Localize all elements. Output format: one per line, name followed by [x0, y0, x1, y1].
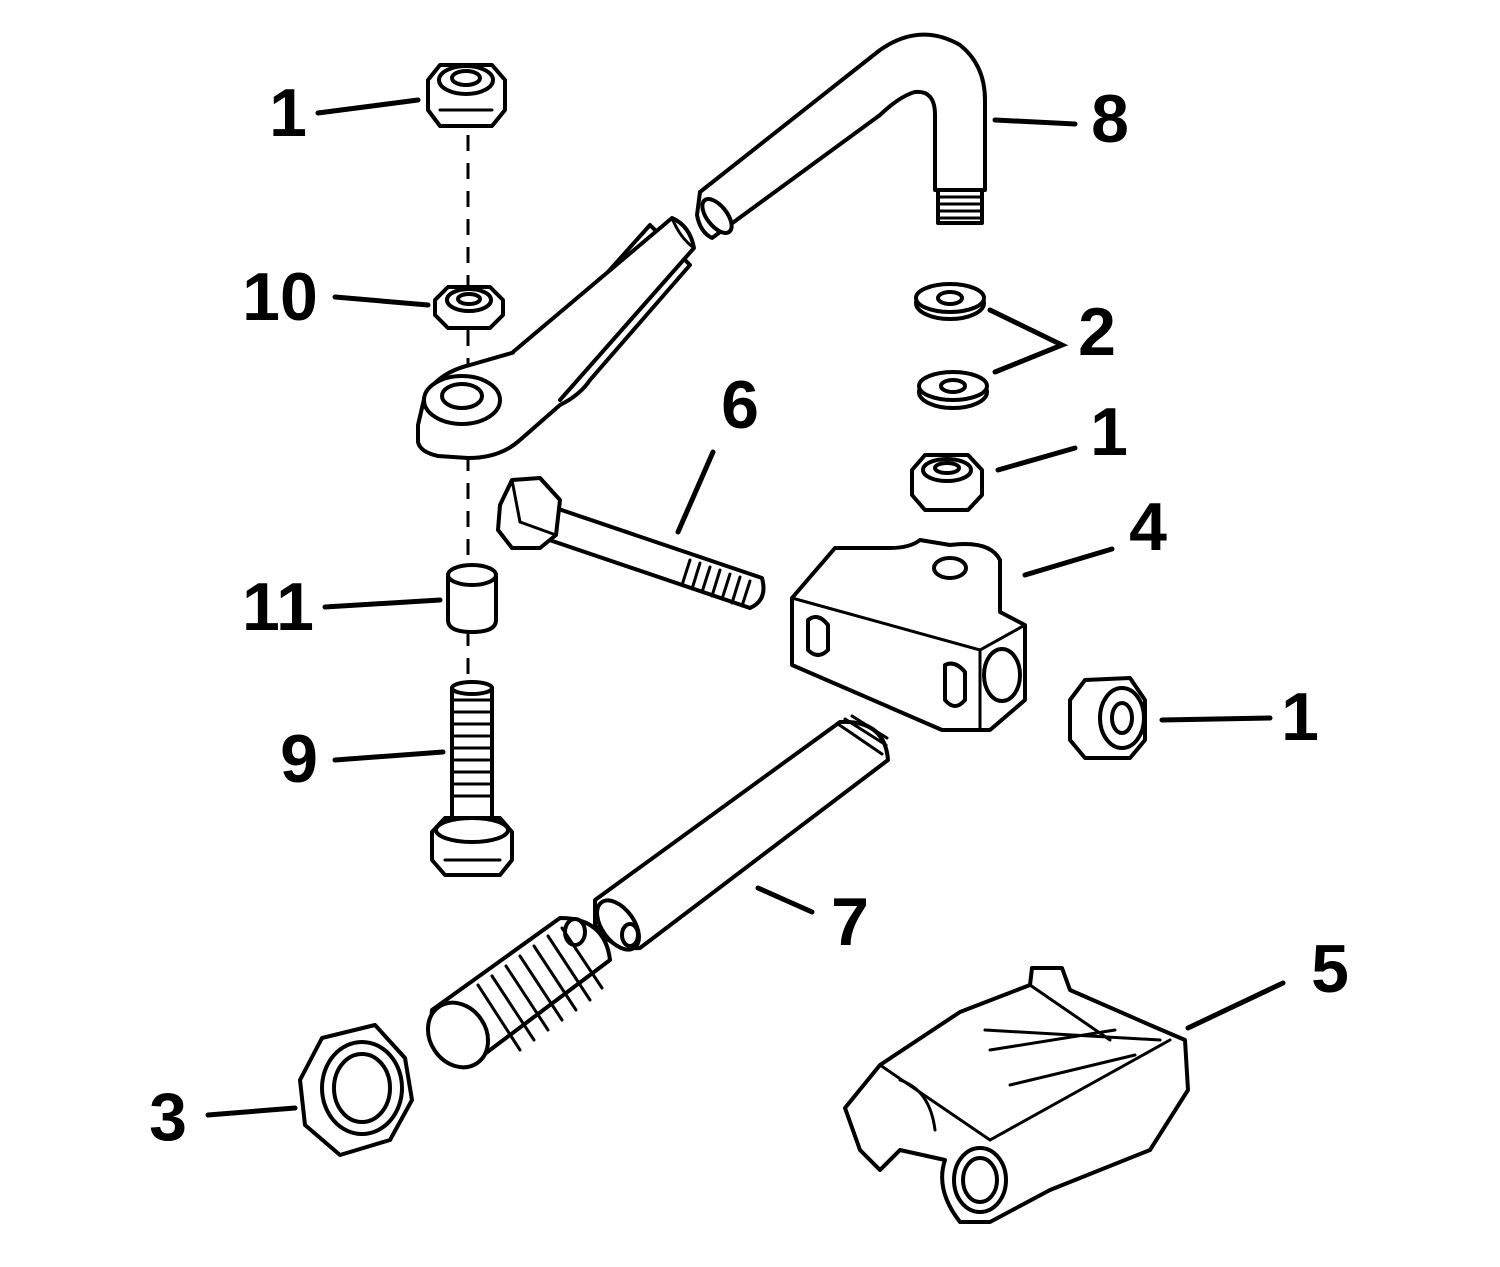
bracket-5 — [843, 966, 1190, 1224]
callout-nut-right: 1 — [1281, 679, 1319, 755]
leader-lines — [205, 97, 1286, 1118]
leader-jam-nut-3 — [205, 1105, 298, 1118]
washers-2 — [914, 282, 989, 410]
bolt-9 — [430, 680, 514, 877]
callout-tube-7: 7 — [831, 884, 869, 960]
leader-washers-2 — [987, 307, 1069, 375]
lock-nut-mid — [910, 453, 984, 512]
callout-labels: 1 10 11 9 3 6 7 8 2 1 4 1 5 — [149, 75, 1349, 1155]
link-rod-part — [416, 32, 987, 460]
callout-washers-2: 2 — [1078, 294, 1116, 370]
callout-nut-10: 10 — [242, 259, 318, 335]
leader-spacer-11 — [322, 597, 443, 610]
nut-10 — [433, 285, 505, 330]
leader-connector-4 — [1022, 546, 1115, 578]
spacer-11 — [446, 563, 498, 634]
leader-bracket-5 — [1185, 980, 1286, 1031]
lock-nut-right — [1068, 676, 1147, 760]
leader-nut-mid — [995, 445, 1078, 473]
connector-block-4 — [790, 538, 1027, 732]
callout-nut-top: 1 — [269, 75, 307, 151]
callout-bolt-6: 6 — [721, 367, 759, 443]
callout-nut-mid: 1 — [1090, 394, 1128, 470]
lock-nut-top — [426, 63, 507, 128]
callout-rod-8: 8 — [1091, 81, 1129, 157]
leader-nut-right — [1159, 715, 1273, 723]
leader-bolt-6 — [675, 449, 716, 535]
callout-bracket-5: 5 — [1311, 931, 1349, 1007]
callout-bolt-9: 9 — [280, 721, 318, 797]
bolt-6 — [496, 476, 766, 610]
leader-nut-top — [315, 97, 421, 116]
leader-nut-10 — [332, 294, 431, 308]
callout-connector-4: 4 — [1129, 489, 1167, 565]
tube-7 — [425, 714, 890, 1070]
callout-jam-nut-3: 3 — [149, 1079, 187, 1155]
jam-nut-3 — [298, 1023, 414, 1157]
leader-bolt-9 — [332, 749, 446, 763]
leader-tube-7 — [755, 885, 815, 915]
leader-rod-8 — [992, 117, 1078, 127]
callout-spacer-11: 11 — [242, 569, 314, 645]
